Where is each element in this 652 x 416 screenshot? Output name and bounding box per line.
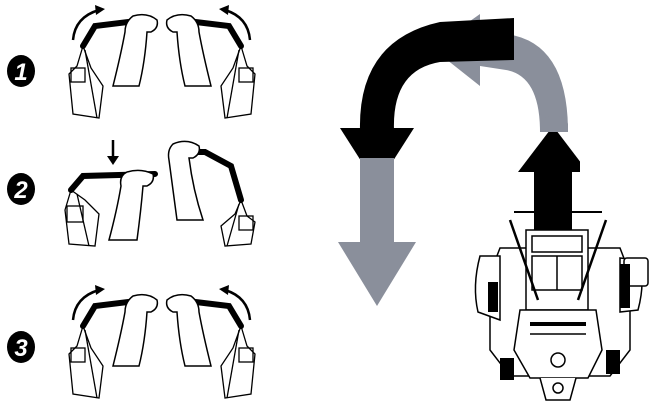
- step-2-number: 2: [13, 177, 28, 204]
- turn-arrows-icon: [338, 14, 580, 306]
- rotate-arrow-icon: [95, 285, 105, 295]
- black-arrowhead-down: [340, 128, 414, 186]
- step-3-handles-illustration: [68, 285, 256, 399]
- step-1-number: 1: [14, 59, 27, 86]
- step-3-badge: 3: [7, 331, 35, 363]
- black-arrowhead-up: [518, 126, 580, 172]
- step-1-badge: 1: [7, 55, 35, 87]
- step-3-number: 3: [14, 335, 28, 362]
- step-2-badge: 2: [7, 173, 35, 205]
- mower-top-view-icon: [474, 211, 649, 401]
- step-1-handles-illustration: [68, 5, 256, 119]
- step-2-handles-illustration: [64, 140, 256, 247]
- rotate-arrow-icon: [219, 285, 229, 295]
- down-arrow-icon: [107, 156, 119, 165]
- rotate-arrow-icon: [95, 5, 105, 15]
- gray-arrowhead-down: [338, 242, 416, 306]
- black-turn-arrow: [359, 18, 514, 130]
- rotate-arrow-icon: [219, 5, 229, 15]
